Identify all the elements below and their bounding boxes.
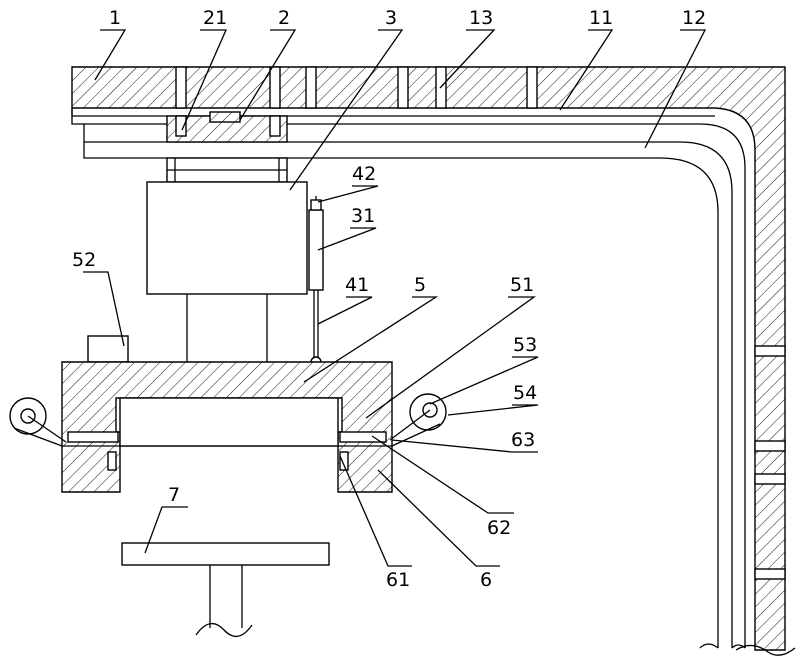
label-41: 41 <box>345 274 369 296</box>
label-42: 42 <box>352 163 376 185</box>
label-12: 12 <box>682 7 706 29</box>
label-13: 13 <box>469 7 493 29</box>
top-beam <box>72 67 795 655</box>
workbench <box>122 543 329 636</box>
label-5: 5 <box>414 274 426 296</box>
pressing-frame <box>62 362 392 492</box>
label-3: 3 <box>385 7 397 29</box>
label-21: 21 <box>203 7 227 29</box>
air-cylinder <box>309 196 323 367</box>
label-61: 61 <box>386 569 410 591</box>
main-shaft <box>187 294 267 362</box>
label-31: 31 <box>351 205 375 227</box>
label-7: 7 <box>168 484 180 506</box>
label-53: 53 <box>513 334 537 356</box>
motor-housing <box>147 182 307 294</box>
trolley-block <box>167 112 287 142</box>
label-11: 11 <box>589 7 613 29</box>
label-54: 54 <box>513 382 537 404</box>
sensor-box <box>88 336 128 362</box>
label-52: 52 <box>72 249 96 271</box>
label-63: 63 <box>511 429 535 451</box>
label-6: 6 <box>480 569 492 591</box>
label-1: 1 <box>109 7 121 29</box>
trolley-neck <box>167 158 287 182</box>
label-2: 2 <box>278 7 290 29</box>
label-62: 62 <box>487 517 511 539</box>
label-51: 51 <box>510 274 534 296</box>
